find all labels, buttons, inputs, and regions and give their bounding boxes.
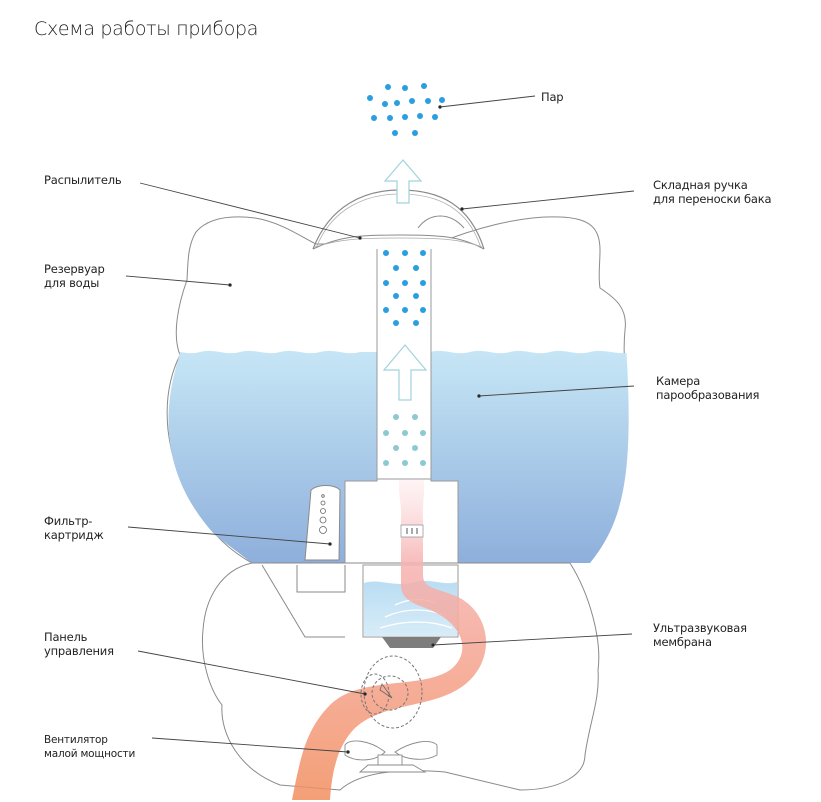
label-fan: Вентилятор малой мощности — [44, 733, 135, 761]
carry-handle — [417, 215, 465, 229]
label-steam: Пар — [541, 90, 564, 104]
label-handle-line1: Складная ручка — [653, 178, 748, 192]
label-chamber-line1: Камера — [656, 374, 701, 388]
leader-reservoir — [125, 275, 231, 286]
label-chamber-line2: парообразования — [656, 388, 760, 402]
up-arrow-top — [383, 159, 423, 204]
ultrasonic-membrane — [382, 637, 441, 648]
leader-fan — [151, 737, 349, 753]
airflow-band — [292, 480, 487, 800]
up-arrow-column — [382, 344, 428, 401]
filter-base — [296, 565, 346, 593]
label-reservoir-line2: для воды — [44, 276, 100, 290]
label-atomizer: Распылитель — [44, 173, 122, 187]
leader-steam — [439, 95, 536, 108]
label-handle: Складная ручка для переноски бака — [653, 178, 772, 206]
leader-panel — [137, 650, 366, 695]
diagram-title: Схема работы прибора — [34, 18, 259, 40]
leader-filter — [127, 526, 331, 545]
fan — [344, 740, 438, 773]
label-panel-line1: Панель — [44, 630, 88, 644]
label-panel: Панель управления — [44, 630, 114, 658]
label-membrane-line2: мембрана — [653, 635, 712, 649]
label-membrane: Ультразвуковая мембрана — [653, 621, 747, 649]
label-fan-line2: малой мощности — [44, 748, 136, 760]
leader-chamber — [478, 385, 635, 397]
label-reservoir-line1: Резервуар — [44, 262, 105, 276]
label-membrane-line1: Ультразвуковая — [653, 621, 747, 635]
leader-membrane — [432, 633, 633, 646]
atomizer-plate — [312, 234, 485, 250]
leader-handle — [461, 190, 635, 210]
label-fan-line1: Вентилятор — [44, 734, 108, 746]
mist-dots-column — [383, 414, 426, 466]
steam-dots-column — [383, 250, 426, 326]
label-reservoir: Резервуар для воды — [44, 262, 105, 290]
leader-atomizer — [139, 182, 361, 239]
label-handle-line2: для переноски бака — [653, 192, 772, 206]
steam-dots-top — [367, 83, 445, 136]
label-filter: Фильтр- картридж — [44, 514, 104, 542]
label-panel-line2: управления — [44, 644, 114, 658]
label-filter-line1: Фильтр- — [44, 514, 93, 528]
label-filter-line2: картридж — [44, 528, 104, 542]
label-chamber: Камера парообразования — [656, 374, 759, 402]
